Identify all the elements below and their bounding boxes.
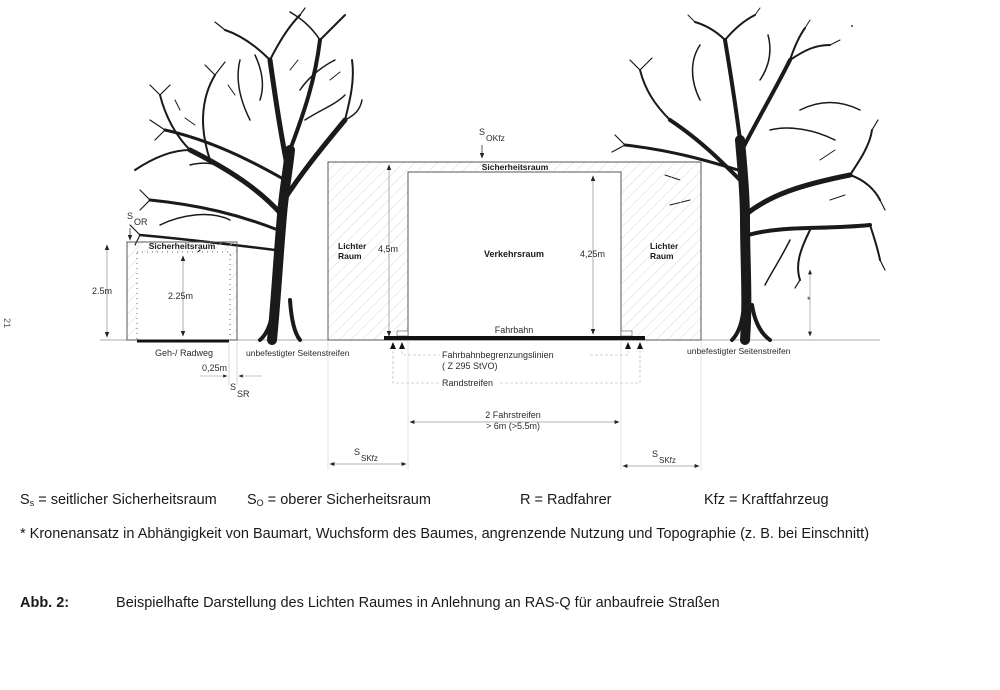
traffic-space [407, 171, 622, 338]
s-skfz-right-sub: SKfz [659, 456, 676, 465]
figure-caption-text: Beispielhafte Darstellung des Lichten Ra… [116, 595, 720, 611]
crown-marker: * [807, 295, 811, 305]
s-sr-sub: SR [237, 389, 250, 399]
lanes-label: 2 Fahrstreifen [485, 410, 541, 420]
legend-sub: O [256, 498, 264, 508]
footnote: * Kronenansatz in Abhängigkeit von Bauma… [20, 526, 870, 542]
carriageway [384, 336, 645, 340]
s-skfz-right-label: S [652, 449, 658, 459]
path-safety-label: Sicherheitsraum [149, 241, 216, 251]
legend-item-s-o: SO = oberer Sicherheitsraum [247, 492, 431, 508]
traffic-space-label: Verkehrsraum [484, 249, 544, 259]
s-sr-label: S [230, 382, 236, 392]
road-height-outer-label: 4,5m [378, 244, 398, 254]
s-or-sub: OR [134, 217, 148, 227]
legend-item-s-s: Ss = seitlicher Sicherheitsraum [20, 492, 217, 508]
legend-symbol: Kfz [704, 492, 725, 508]
legend-item-r: R = Radfahrer [520, 492, 612, 508]
legend-text: = oberer Sicherheitsraum [267, 492, 431, 508]
path-height-outer-label: 2.5m [92, 286, 112, 296]
s-okfz-sub: OKfz [486, 133, 505, 143]
speck [851, 25, 853, 27]
legend-text: = seitlicher Sicherheitsraum [38, 492, 217, 508]
road-height-inner-label: 4,25m [580, 249, 605, 259]
tree-right-icon [611, 7, 886, 345]
path-height-inner-label: 2.25m [168, 291, 193, 301]
figure-number: Abb. 2: [20, 595, 70, 611]
s-okfz-label: S [479, 127, 485, 137]
boundary-lines-label: Fahrbahnbegrenzungslinien [442, 350, 554, 360]
legend-symbol: R [520, 492, 531, 508]
clear-space-left-1: Lichter [338, 241, 367, 251]
legend-text: = Kraftfahrzeug [728, 492, 829, 508]
side-gap-label: 0,25m [202, 363, 227, 373]
clear-space-right-2: Raum [650, 251, 674, 261]
shoulder-right-label: unbefestigter Seitenstreifen [687, 346, 791, 356]
cross-section-diagram: Sicherheitsraum 2.5m 2.25m S OR Geh-/ Ra… [92, 7, 886, 470]
carriageway-label: Fahrbahn [495, 325, 534, 335]
road-section: Sicherheitsraum S OKfz Lichter Raum Lich… [327, 127, 702, 470]
legend-text: = Radfahrer [534, 492, 612, 508]
lanes-width-label: > 6m (>5.5m) [486, 421, 540, 431]
path-label: Geh-/ Radweg [155, 348, 213, 358]
s-or-label: S [127, 211, 133, 221]
figure-caption: Abb. 2: Beispielhafte Darstellung des Li… [20, 595, 720, 611]
boundary-lines-sub: ( Z 295 StVO) [442, 361, 498, 371]
s-skfz-left-label: S [354, 447, 360, 457]
edge-strip-label: Randstreifen [442, 378, 493, 388]
edge-marker-arrows [390, 342, 643, 349]
cycle-path-section: Sicherheitsraum 2.5m 2.25m S OR Geh-/ Ra… [92, 211, 262, 399]
road-safety-label: Sicherheitsraum [482, 162, 549, 172]
shoulder-left-label: unbefestigter Seitenstreifen [246, 348, 350, 358]
legend-symbol: S [247, 492, 257, 508]
tree-left-icon [129, 7, 363, 345]
legend-sub: s [29, 498, 35, 508]
legend-symbol: S [20, 492, 30, 508]
s-skfz-left-sub: SKfz [361, 454, 378, 463]
clear-space-left-2: Raum [338, 251, 362, 261]
legend-item-kfz: Kfz = Kraftfahrzeug [704, 492, 829, 508]
clear-space-right-1: Lichter [650, 241, 679, 251]
